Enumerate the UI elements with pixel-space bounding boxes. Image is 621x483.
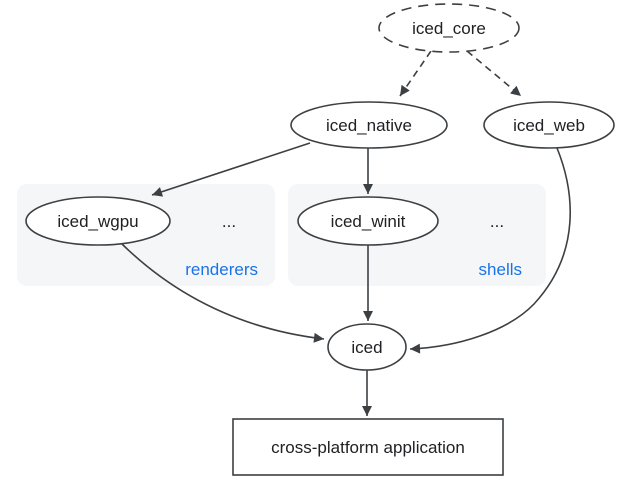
node-iced-native-label: iced_native xyxy=(326,116,412,135)
node-iced-wgpu-label: iced_wgpu xyxy=(57,212,138,231)
edge-core-to-native xyxy=(399,50,432,97)
node-iced-wgpu-shape xyxy=(25,196,171,246)
edge-core-to-web xyxy=(466,50,522,97)
group-renderers-ellipsis: ... xyxy=(222,212,236,231)
node-iced-winit-shape xyxy=(297,196,439,246)
edge-native-to-wgpu xyxy=(151,142,311,197)
node-iced-label: iced xyxy=(351,338,382,357)
edge-web-to-iced xyxy=(409,147,571,354)
node-iced-core: iced_core xyxy=(378,3,520,53)
node-iced-core-shape xyxy=(378,3,520,53)
group-shells-ellipsis: ... xyxy=(490,212,504,231)
group-shells-label: shells xyxy=(479,260,522,279)
node-cross-platform-application-shape xyxy=(232,418,504,476)
node-iced-web: iced_web xyxy=(483,101,615,149)
node-cross-platform-application-label: cross-platform application xyxy=(271,438,465,457)
node-iced-web-shape xyxy=(483,101,615,149)
node-iced-web-label: iced_web xyxy=(513,116,585,135)
node-iced-winit: iced_winit xyxy=(297,196,439,246)
node-iced-wgpu: iced_wgpu xyxy=(25,196,171,246)
node-iced: iced xyxy=(327,323,407,371)
edge-wgpu-to-iced xyxy=(121,243,325,343)
node-cross-platform-application: cross-platform application xyxy=(232,418,504,476)
group-renderers-label: renderers xyxy=(185,260,258,279)
node-iced-native: iced_native xyxy=(290,101,448,149)
node-iced-shape xyxy=(327,323,407,371)
node-iced-winit-label: iced_winit xyxy=(331,212,406,231)
node-iced-core-label: iced_core xyxy=(412,19,486,38)
node-iced-native-shape xyxy=(290,101,448,149)
